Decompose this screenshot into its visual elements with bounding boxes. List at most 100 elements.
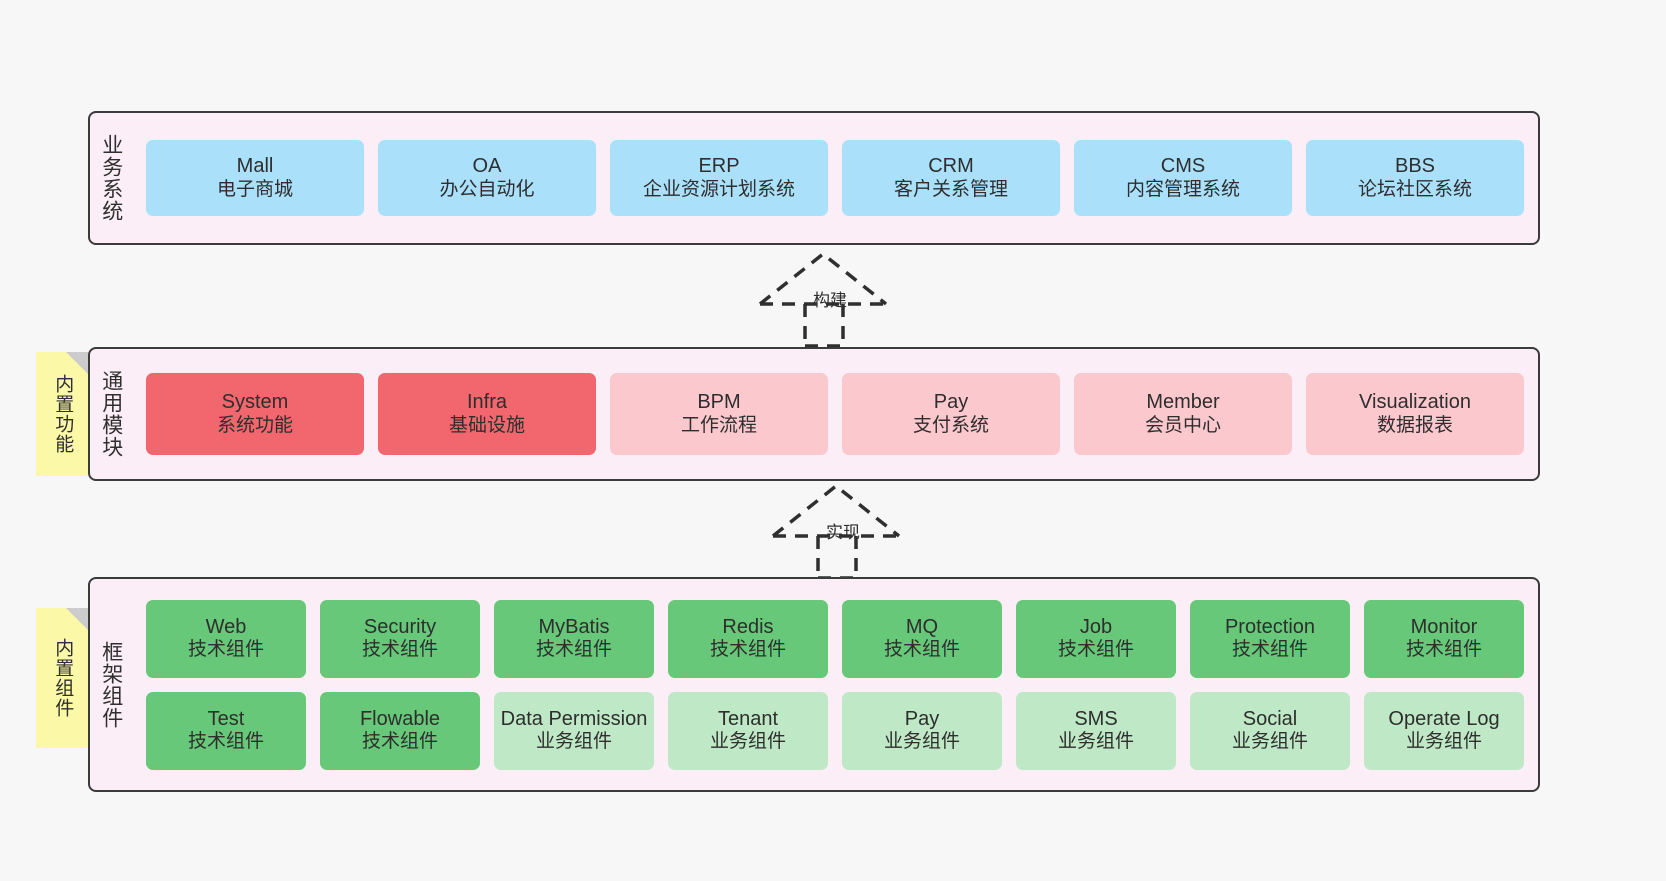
node-cn-label: 会员中心 xyxy=(1144,414,1221,436)
node-en-label: MQ xyxy=(905,615,939,638)
node-cn-label: 客户关系管理 xyxy=(893,178,1008,200)
node-sms[interactable]: SMS 业务组件 xyxy=(1016,691,1176,770)
sticky-note-label: 内置功能 xyxy=(52,374,74,454)
node-flowable[interactable]: Flowable 技术组件 xyxy=(320,691,480,770)
uml-generalization-arrow-build: 构建 xyxy=(755,248,925,348)
node-member[interactable]: Member 会员中心 xyxy=(1074,373,1292,455)
node-cn-label: 技术组件 xyxy=(535,639,612,661)
node-monitor[interactable]: Monitor 技术组件 xyxy=(1364,599,1524,678)
node-protection[interactable]: Protection 技术组件 xyxy=(1190,599,1350,678)
node-en-label: Test xyxy=(207,707,245,730)
node-cn-label: 技术组件 xyxy=(883,639,960,661)
node-data-permission[interactable]: Data Permission 业务组件 xyxy=(494,691,654,770)
node-en-label: Monitor xyxy=(1410,615,1478,638)
node-erp[interactable]: ERP 企业资源计划系统 xyxy=(610,140,828,216)
node-cn-label: 技术组件 xyxy=(187,639,264,661)
node-cn-label: 技术组件 xyxy=(1231,639,1308,661)
layer-body-framework: Web 技术组件 Security 技术组件 MyBatis 技术组件 Redi… xyxy=(132,579,1538,790)
node-cn-label: 业务组件 xyxy=(1231,731,1308,753)
arrow-head-triangle xyxy=(771,483,901,538)
node-bbs[interactable]: BBS 论坛社区系统 xyxy=(1306,140,1524,216)
node-en-label: CMS xyxy=(1160,155,1206,177)
node-operate-log[interactable]: Operate Log 业务组件 xyxy=(1364,691,1524,770)
node-oa[interactable]: OA 办公自动化 xyxy=(378,140,596,216)
node-en-label: Flowable xyxy=(359,707,441,730)
node-cn-label: 基础设施 xyxy=(448,414,525,436)
node-mybatis[interactable]: MyBatis 技术组件 xyxy=(494,599,654,678)
sticky-note-label: 内置组件 xyxy=(52,638,74,718)
node-row: System 系统功能 Infra 基础设施 BPM 工作流程 Pay 支付系统… xyxy=(146,373,1524,455)
node-row: Web 技术组件 Security 技术组件 MyBatis 技术组件 Redi… xyxy=(146,599,1524,678)
arrow-label-implement: 实现 xyxy=(826,523,860,542)
node-cn-label: 数据报表 xyxy=(1376,414,1453,436)
node-en-label: OA xyxy=(472,155,502,177)
node-en-label: Pay xyxy=(904,707,940,730)
node-redis[interactable]: Redis 技术组件 xyxy=(668,599,828,678)
layer-title-business: 业务系统 xyxy=(99,134,123,222)
node-cn-label: 技术组件 xyxy=(1405,639,1482,661)
node-en-label: MyBatis xyxy=(538,615,610,638)
node-en-label: Redis xyxy=(722,615,774,638)
node-cn-label: 业务组件 xyxy=(709,731,786,753)
node-cn-label: 系统功能 xyxy=(216,414,293,436)
node-cn-label: 技术组件 xyxy=(361,731,438,753)
layer-panel-business: 业务系统 Mall 电子商城 OA 办公自动化 ERP 企业资源计划系统 CRM… xyxy=(88,111,1540,245)
sticky-note-builtin-features: 内置功能 xyxy=(36,352,88,476)
arrow-label-build: 构建 xyxy=(813,291,847,310)
arrow-head-triangle xyxy=(758,251,888,306)
node-test[interactable]: Test 技术组件 xyxy=(146,691,306,770)
node-cn-label: 业务组件 xyxy=(535,731,612,753)
node-en-label: BPM xyxy=(697,391,741,413)
node-en-label: Web xyxy=(205,615,247,638)
node-security[interactable]: Security 技术组件 xyxy=(320,599,480,678)
node-bpm[interactable]: BPM 工作流程 xyxy=(610,373,828,455)
node-pay-component[interactable]: Pay 业务组件 xyxy=(842,691,1002,770)
node-en-label: SMS xyxy=(1074,707,1118,730)
layer-body-common: System 系统功能 Infra 基础设施 BPM 工作流程 Pay 支付系统… xyxy=(132,349,1538,479)
sticky-note-builtin-components: 内置组件 xyxy=(36,608,88,748)
node-cn-label: 电子商城 xyxy=(216,178,293,200)
node-cn-label: 论坛社区系统 xyxy=(1357,178,1472,200)
node-cms[interactable]: CMS 内容管理系统 xyxy=(1074,140,1292,216)
node-en-label: ERP xyxy=(698,155,740,177)
node-en-label: Job xyxy=(1079,615,1113,638)
node-tenant[interactable]: Tenant 业务组件 xyxy=(668,691,828,770)
node-row: Test 技术组件 Flowable 技术组件 Data Permission … xyxy=(146,691,1524,770)
node-cn-label: 工作流程 xyxy=(680,414,757,436)
layer-panel-common: 通用模块 System 系统功能 Infra 基础设施 BPM 工作流程 Pay… xyxy=(88,347,1540,481)
node-en-label: Member xyxy=(1146,391,1220,413)
node-en-label: Tenant xyxy=(717,707,779,730)
node-en-label: Social xyxy=(1242,707,1298,730)
node-cn-label: 内容管理系统 xyxy=(1125,178,1240,200)
node-en-label: Mall xyxy=(236,155,274,177)
node-cn-label: 办公自动化 xyxy=(439,178,535,200)
node-en-label: CRM xyxy=(928,155,974,177)
node-cn-label: 技术组件 xyxy=(1057,639,1134,661)
note-fold-corner-icon xyxy=(66,608,88,630)
node-mq[interactable]: MQ 技术组件 xyxy=(842,599,1002,678)
node-cn-label: 业务组件 xyxy=(1057,731,1134,753)
node-cn-label: 企业资源计划系统 xyxy=(642,178,795,200)
node-en-label: Operate Log xyxy=(1388,707,1500,730)
layer-panel-framework: 框架组件 Web 技术组件 Security 技术组件 MyBatis 技术组件… xyxy=(88,577,1540,792)
node-web[interactable]: Web 技术组件 xyxy=(146,599,306,678)
node-job[interactable]: Job 技术组件 xyxy=(1016,599,1176,678)
node-cn-label: 业务组件 xyxy=(883,731,960,753)
node-en-label: Security xyxy=(363,615,437,638)
node-en-label: Visualization xyxy=(1359,391,1471,413)
uml-generalization-arrow-implement: 实现 xyxy=(768,480,938,580)
note-fold-corner-icon xyxy=(66,352,88,374)
layer-title-framework: 框架组件 xyxy=(99,640,123,729)
node-pay-module[interactable]: Pay 支付系统 xyxy=(842,373,1060,455)
node-en-label: BBS xyxy=(1394,155,1436,177)
node-en-label: System xyxy=(221,391,289,413)
node-infra[interactable]: Infra 基础设施 xyxy=(378,373,596,455)
node-cn-label: 支付系统 xyxy=(912,414,989,436)
node-visualization[interactable]: Visualization 数据报表 xyxy=(1306,373,1524,455)
node-en-label: Protection xyxy=(1224,615,1316,638)
node-en-label: Pay xyxy=(933,391,969,413)
node-system[interactable]: System 系统功能 xyxy=(146,373,364,455)
node-mall[interactable]: Mall 电子商城 xyxy=(146,140,364,216)
node-crm[interactable]: CRM 客户关系管理 xyxy=(842,140,1060,216)
node-social[interactable]: Social 业务组件 xyxy=(1190,691,1350,770)
